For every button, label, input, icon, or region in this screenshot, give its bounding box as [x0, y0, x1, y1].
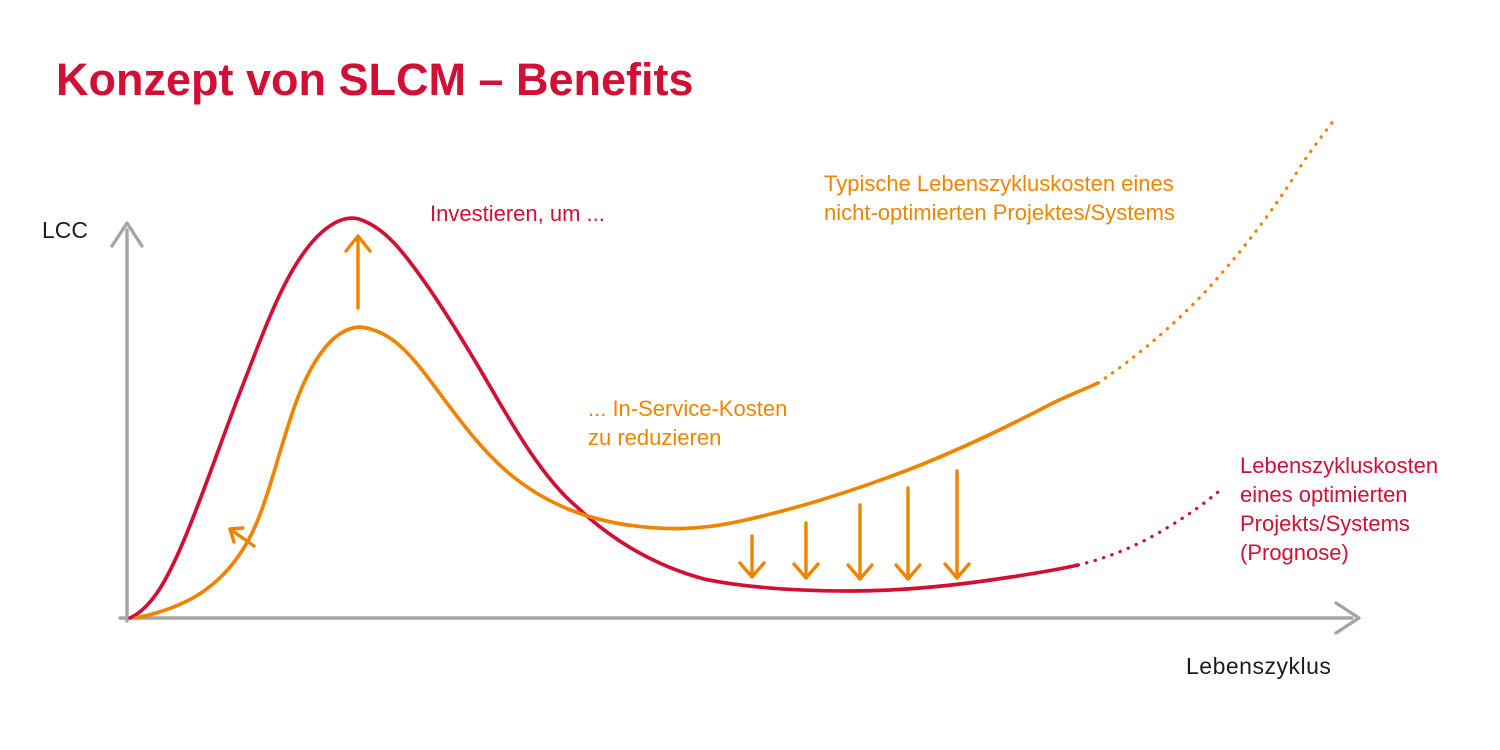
typical-curve-annotation-line2: nicht-optimierten Projektes/Systems — [824, 200, 1175, 225]
optimized-curve-annotation-line4: (Prognose) — [1240, 540, 1349, 565]
typical-lcc-curve-prognosis-dotted — [1096, 118, 1336, 385]
inservice-annotation: ... In-Service-Kosten zu reduzieren — [588, 394, 787, 452]
typical-lcc-curve-solid — [134, 325, 1100, 620]
reduce-cost-down-arrow-icon — [792, 521, 820, 580]
typical-curve-annotation: Typische Lebenszykluskosten eines nicht-… — [824, 169, 1175, 227]
optimized-curve-annotation-line3: Projekts/Systems — [1240, 511, 1410, 536]
reduce-cost-down-arrow-icon — [846, 503, 874, 581]
y-axis-label: LCC — [42, 217, 89, 243]
invest-upleft-arrow-icon — [228, 526, 256, 548]
optimized-curve-annotation: Lebenszykluskosten eines optimierten Pro… — [1240, 451, 1438, 567]
invest-up-arrow-icon — [344, 234, 372, 310]
reduce-cost-down-arrow-icon — [738, 534, 766, 579]
optimized-lcc-curve-solid — [128, 216, 1080, 620]
x-axis-label: Lebenszyklus — [1186, 653, 1332, 679]
optimized-curve-annotation-line1: Lebenszykluskosten — [1240, 453, 1439, 478]
page-title: Konzept von SLCM – Benefits — [56, 54, 694, 105]
optimized-curve-annotation-line2: eines optimierten — [1240, 482, 1408, 507]
typical-curve-annotation-line1: Typische Lebenszykluskosten eines — [824, 171, 1174, 196]
x-axis-arrow — [118, 601, 1361, 635]
inservice-annotation-line2: zu reduzieren — [588, 425, 722, 450]
reduce-cost-down-arrow-icon — [894, 486, 922, 581]
inservice-annotation-line1: ... In-Service-Kosten — [588, 396, 788, 421]
invest-annotation: Investieren, um ... — [430, 201, 605, 226]
reduce-cost-down-arrow-icon — [943, 469, 971, 580]
optimized-lcc-curve-prognosis-dotted — [1076, 490, 1220, 567]
y-axis-arrow — [110, 221, 144, 623]
